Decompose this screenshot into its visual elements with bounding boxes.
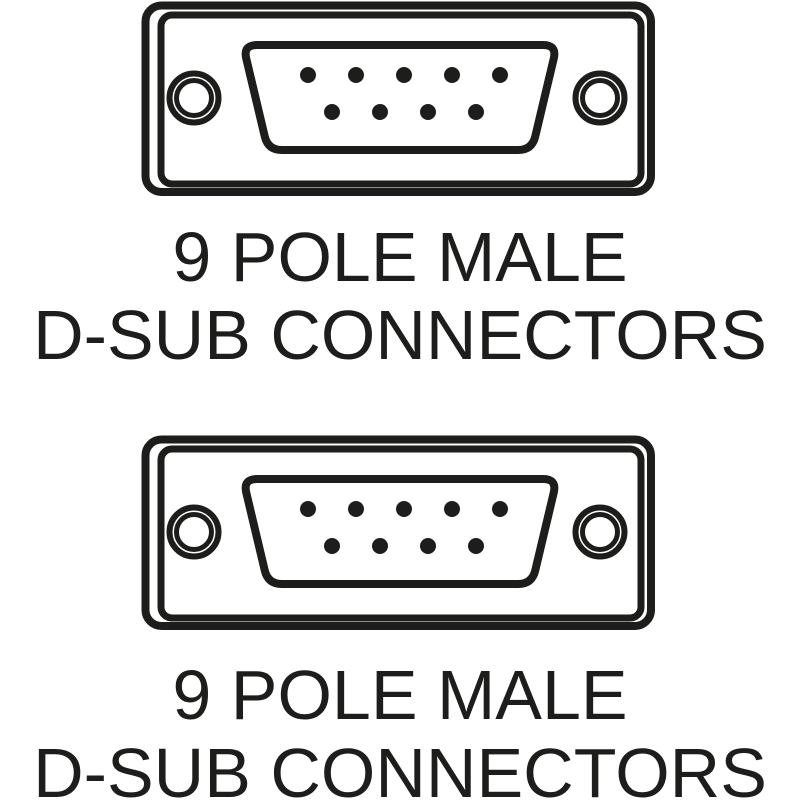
connector-top-caption-line-1: 9 POLE MALE <box>172 218 627 296</box>
connector-top-caption-line-2: D-SUB CONNECTORS <box>33 296 767 374</box>
connector-bottom-caption-line-2: D-SUB CONNECTORS <box>33 734 767 800</box>
connector-bottom-caption-line-1: 9 POLE MALE <box>172 656 627 734</box>
connector-top <box>146 6 652 193</box>
connector-bottom <box>146 440 652 627</box>
